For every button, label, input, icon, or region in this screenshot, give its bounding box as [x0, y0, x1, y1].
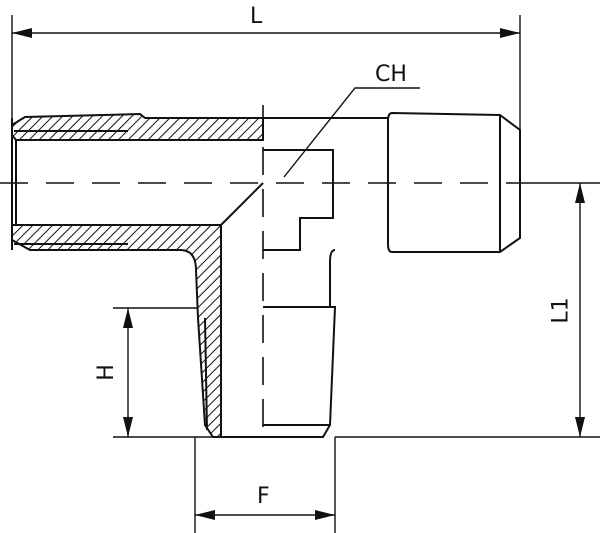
- arrowheads: [12, 28, 585, 520]
- label-L1: L1: [548, 297, 574, 324]
- lower-wall-section: [11, 224, 222, 438]
- label-H: H: [93, 364, 119, 381]
- label-F: F: [257, 484, 270, 509]
- upper-wall-section: [11, 112, 264, 141]
- label-L: L: [250, 4, 263, 29]
- label-CH: CH: [375, 62, 407, 87]
- hex-nut: [387, 111, 521, 253]
- ch-leader: [283, 87, 420, 178]
